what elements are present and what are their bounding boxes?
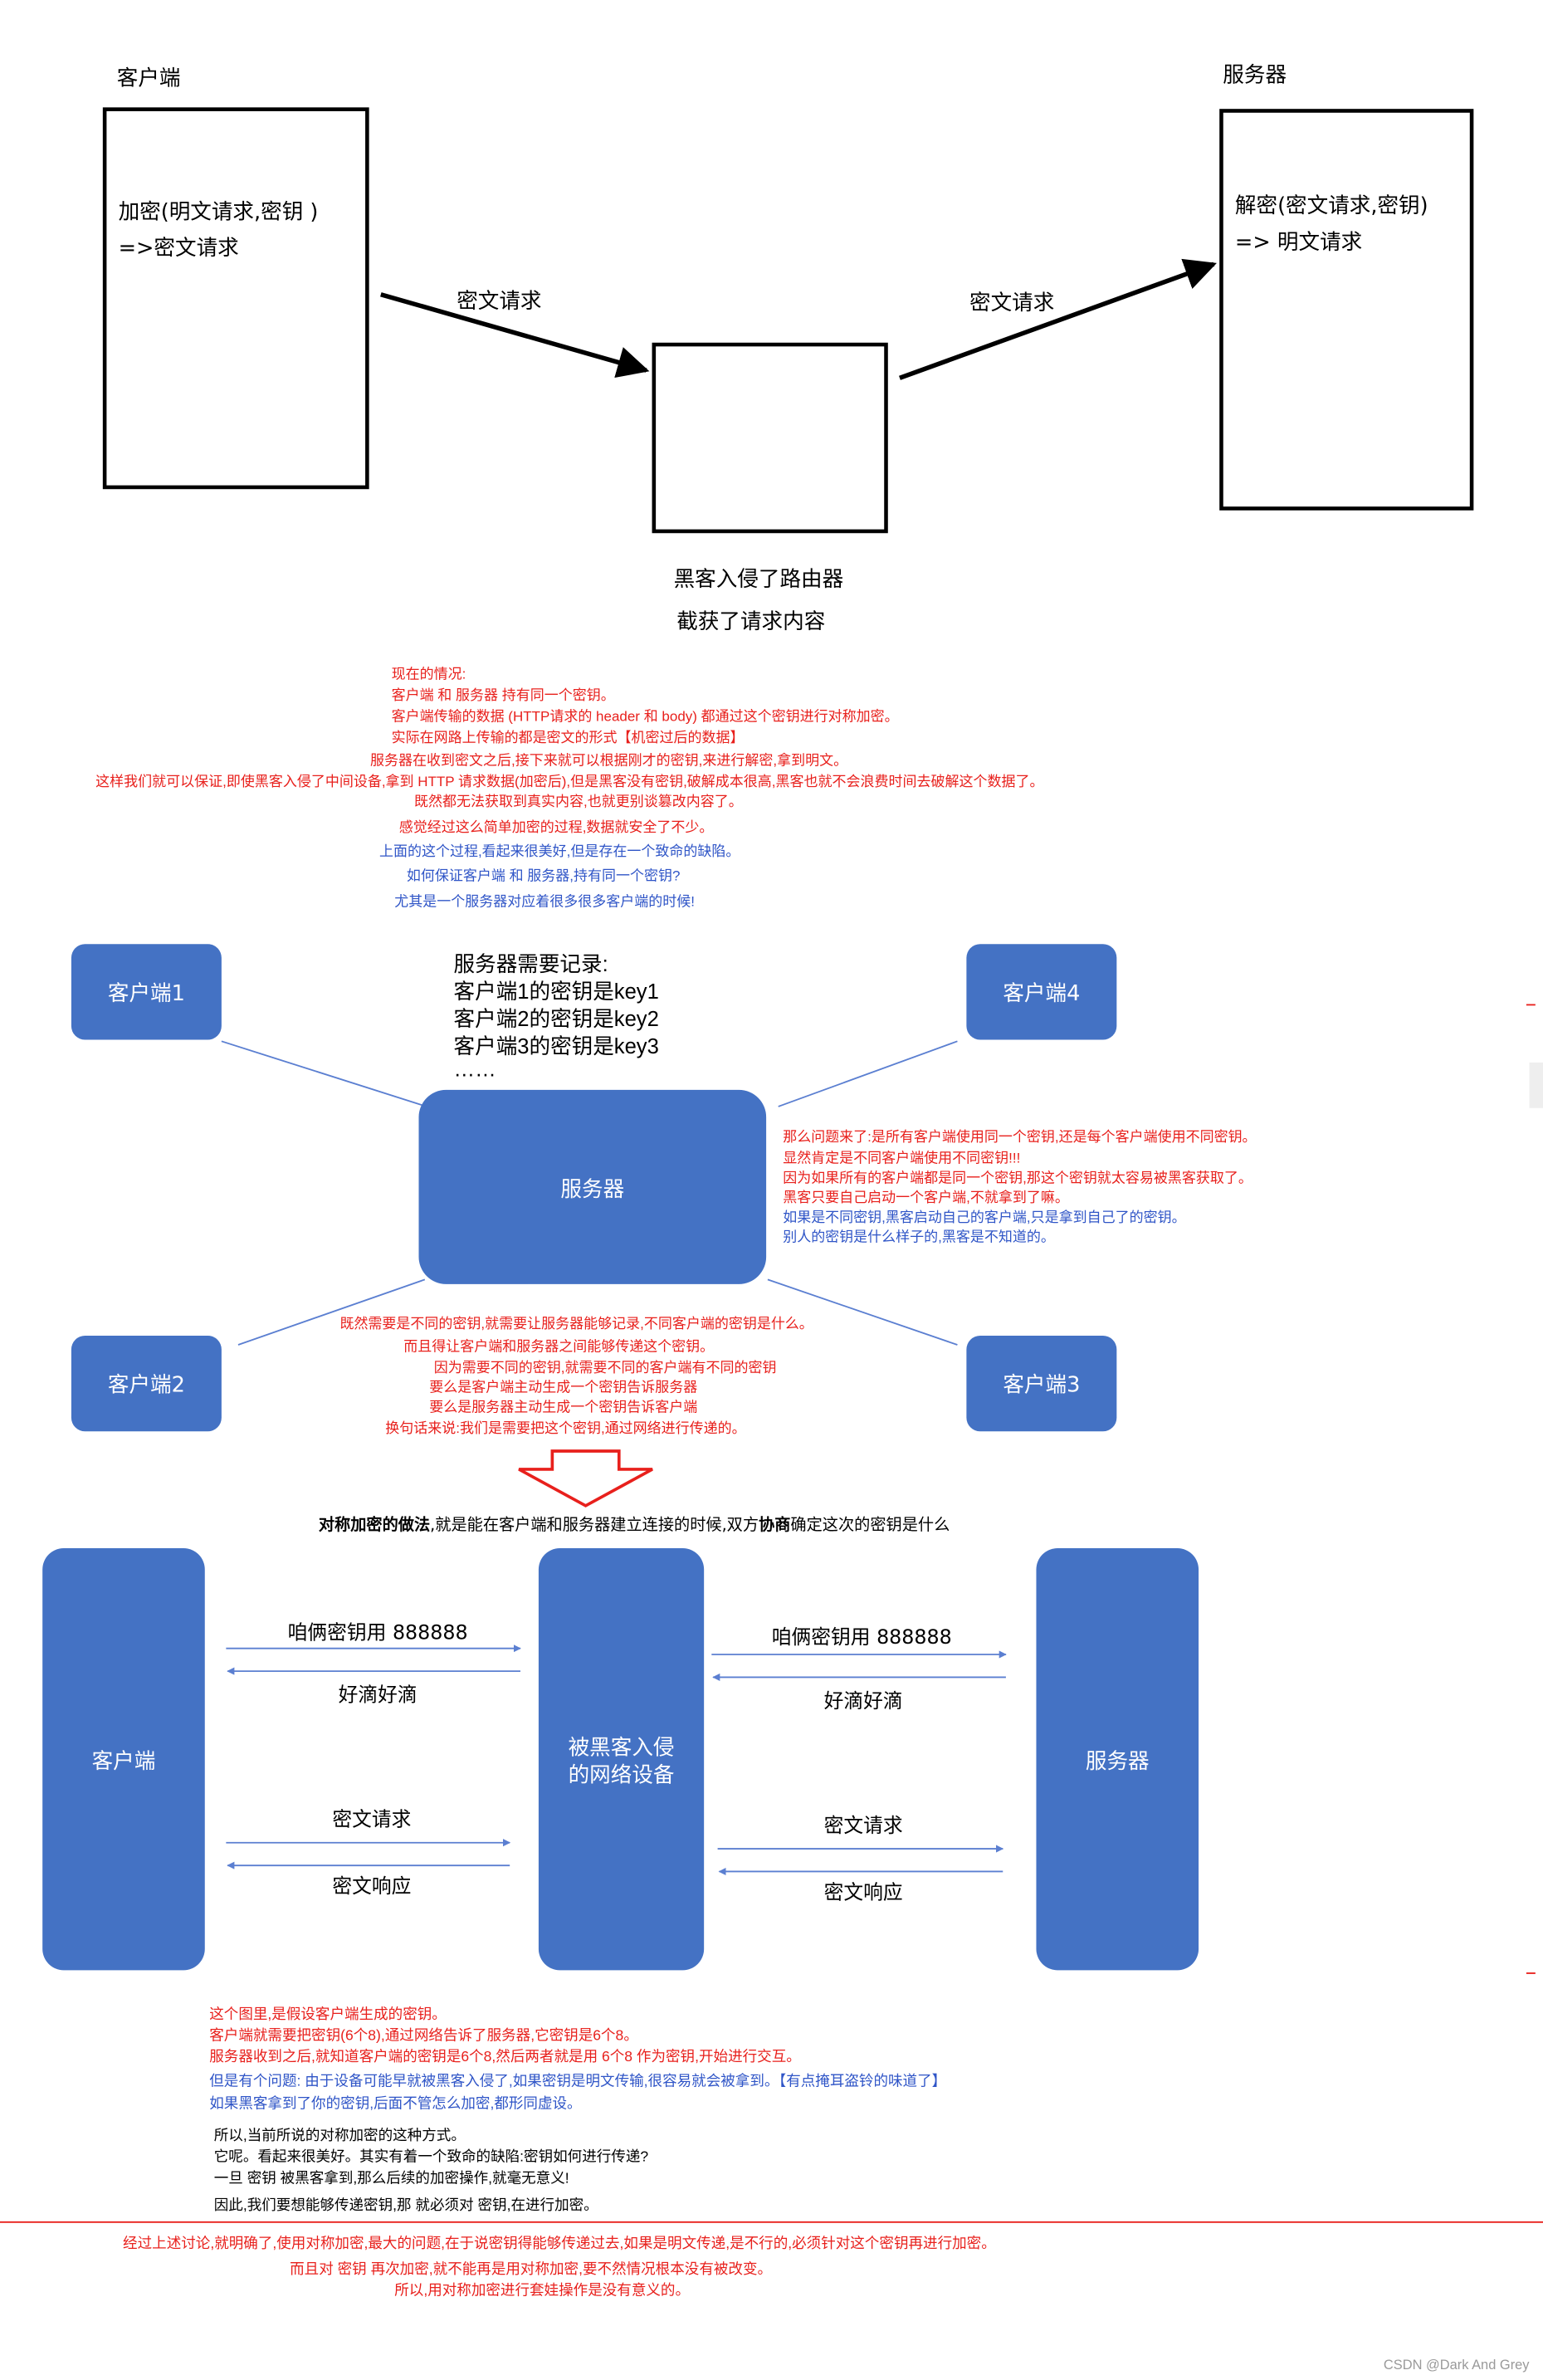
client-box [102, 107, 369, 490]
note3-line: 一旦 密钥 被黑客拿到,那么后续的加密操作,就毫无意义! [214, 2169, 569, 2186]
arrow-router-to-server [899, 258, 1217, 380]
star-bottom-note-line: 换句话来说:我们是需要把这个密钥,通过网络进行传递的。 [385, 1420, 745, 1436]
client3-label: 客户端3 [1003, 1373, 1080, 1398]
star-bottom-note-line: 要么是服务器主动生成一个密钥告诉客户端 [429, 1399, 697, 1415]
right-cipher-request-label: 密文请求 [824, 1814, 903, 1837]
hacker-caption-line2: 截获了请求内容 [676, 609, 825, 634]
star-right-note: 那么问题来了:是所有客户端使用同一个密钥,还是每个客户端使用不同密钥。显然肯定是… [783, 1128, 1256, 1245]
bottom-server-label: 服务器 [1086, 1749, 1150, 1774]
server-record-line: 客户端2的密钥是key2 [454, 1007, 659, 1031]
watermark: CSDN @Dark And Grey [1384, 2358, 1530, 2373]
note3-line: 因此,我们要想能够传递密钥,那 就必须对 密钥,在进行加密。 [214, 2197, 598, 2213]
left-cipher-response-label: 密文响应 [332, 1874, 411, 1898]
client1-node [71, 944, 222, 1040]
right-key-proposal-label: 咱俩密钥用 888888 [772, 1625, 952, 1649]
star-right-note-line: 因为如果所有的客户端都是同一个密钥,那这个密钥就太容易被黑客获取了。 [783, 1170, 1252, 1185]
link-client1-server [221, 1040, 422, 1106]
arrow-client-to-router [380, 292, 650, 379]
server-record-line: …… [454, 1058, 496, 1081]
note2-line: 这个图里,是假设客户端生成的密钥。 [209, 2006, 447, 2022]
client3-node [966, 1336, 1117, 1432]
star-right-note-line: 黑客只要自己启动一个客户端,不就拿到了嘛。 [783, 1189, 1069, 1205]
note2-line: 但是有个问题: 由于设备可能早就被黑客入侵了,如果密钥是明文传输,很容易就会被拿… [209, 2072, 946, 2089]
server-decrypt-line1: 解密(密文请求,密钥) [1235, 193, 1428, 218]
note1-line: 如何保证客户端 和 服务器,持有同一个密钥? [407, 867, 681, 883]
hacker-caption-line1: 黑客入侵了路由器 [674, 567, 844, 592]
bottom-client-label: 客户端 [92, 1749, 156, 1774]
note1-line: 上面的这个过程,看起来很美好,但是存在一个致命的缺陷。 [379, 843, 740, 859]
client-encrypt-line2: =>密文请求 [119, 236, 239, 261]
link-client2-server [237, 1278, 426, 1346]
conclusion-note-line: 所以,用对称加密进行套娃操作是没有意义的。 [394, 2282, 690, 2299]
note2-line: 客户端就需要把密钥(6个8),通过网络告诉了服务器,它密钥是6个8。 [209, 2026, 638, 2043]
right-key-ack-label: 好滴好滴 [824, 1689, 903, 1713]
link-client3-server [767, 1278, 958, 1346]
star-right-note-line: 那么问题来了:是所有客户端使用同一个密钥,还是每个客户端使用不同密钥。 [783, 1128, 1256, 1145]
client4-node [966, 944, 1117, 1040]
star-bottom-note-line: 既然需要是不同的密钥,就需要让服务器能够记录,不同客户端的密钥是什么。 [339, 1316, 813, 1332]
bottom-middle-node [538, 1548, 705, 1971]
left-cipher-request-label: 密文请求 [332, 1808, 411, 1831]
star-bottom-note-line: 而且得让客户端和服务器之间能够传递这个密钥。 [403, 1338, 714, 1354]
explanation-note-3: 所以,当前所说的对称加密的这种方式。它呢。看起来很美好。其实有着一个致命的缺陷:… [214, 2127, 649, 2213]
note2-line: 服务器收到之后,就知道客户端的密钥是6个8,然后两者就是用 6个8 作为密钥,开… [209, 2048, 801, 2065]
client-title: 客户端 [117, 66, 181, 90]
note1-line: 现在的情况: [392, 666, 466, 682]
note1-line: 客户端 和 服务器 持有同一个密钥。 [392, 687, 615, 703]
server-record-line: 服务器需要记录: [454, 952, 608, 976]
client2-node [71, 1336, 222, 1432]
arrow-left-label: 密文请求 [457, 289, 541, 314]
right-cipher-response-label: 密文响应 [824, 1880, 903, 1904]
server-decrypt-line2: => 明文请求 [1235, 230, 1362, 255]
note3-line: 它呢。看起来很美好。其实有着一个致命的缺陷:密钥如何进行传递? [214, 2148, 649, 2165]
bottom-client-node [42, 1548, 205, 1971]
link-client4-server [778, 1040, 958, 1107]
note1-line: 既然都无法获取到真实内容,也就更别谈篡改内容了。 [414, 793, 743, 809]
server-record-line: 客户端3的密钥是key3 [454, 1034, 659, 1058]
conclusion-note-line: 经过上述讨论,就明确了,使用对称加密,最大的问题,在于说密钥得能够传递过去,如果… [123, 2235, 996, 2251]
note1-line: 感觉经过这么简单加密的过程,数据就安全了不少。 [399, 819, 714, 835]
star-right-note-line: 别人的密钥是什么样子的,黑客是不知道的。 [783, 1229, 1055, 1245]
server-node-label: 服务器 [560, 1177, 624, 1202]
bottom-server-node [1036, 1548, 1199, 1971]
conclusion-note-line: 而且对 密钥 再次加密,就不能再是用对称加密,要不然情况根本没有被改变。 [290, 2260, 772, 2277]
arrow-right-label: 密文请求 [969, 291, 1054, 315]
star-right-note-line: 如果是不同密钥,黑客启动自己的客户端,只是拿到自己了的密钥。 [783, 1209, 1185, 1225]
note1-line: 这样我们就可以保证,即使黑客入侵了中间设备,拿到 HTTP 请求数据(加密后),… [95, 773, 1043, 789]
down-arrow-icon [518, 1449, 653, 1508]
note1-line: 尤其是一个服务器对应着很多很多客户端的时候! [394, 894, 695, 910]
server-record-line: 客户端1的密钥是key1 [454, 980, 659, 1004]
client4-label: 客户端4 [1003, 981, 1080, 1006]
explanation-note-2: 这个图里,是假设客户端生成的密钥。客户端就需要把密钥(6个8),通过网络告诉了服… [209, 2006, 946, 2112]
explanation-note-1: 现在的情况: 客户端 和 服务器 持有同一个密钥。客户端传输的数据 (HTTP请求… [95, 666, 1043, 909]
server-node [418, 1089, 767, 1284]
bottom-middle-line1: 被黑客入侵 [569, 1736, 675, 1761]
note2-line: 如果黑客拿到了你的密钥,后面不管怎么加密,都形同虚设。 [209, 2095, 581, 2112]
server-title: 服务器 [1223, 63, 1287, 88]
client1-label: 客户端1 [108, 981, 185, 1006]
star-bottom-note-line: 要么是客户端主动生成一个密钥告诉服务器 [429, 1380, 697, 1395]
note1-line: 实际在网路上传输的都是密文的形式【机密过后的数据】 [392, 730, 745, 745]
note1-line: 客户端传输的数据 (HTTP请求的 header 和 body) 都通过这个密钥… [392, 709, 899, 725]
star-right-note-line: 显然肯定是不同客户端使用不同密钥!!! [783, 1150, 1020, 1166]
router-box [652, 342, 888, 534]
negotiation-heading: 对称加密的做法,就是能在客户端和服务器建立连接的时候,双方协商确定这次的密钥是什… [319, 1515, 950, 1534]
server-record-list: 服务器需要记录: 客户端1的密钥是key1 客户端2的密钥是key2 客户端3的密钥是… [454, 952, 659, 1081]
star-bottom-note: 既然需要是不同的密钥,就需要让服务器能够记录,不同客户端的密钥是什么。而且得让客… [339, 1316, 813, 1436]
client2-label: 客户端2 [108, 1373, 185, 1398]
star-bottom-note-line: 因为需要不同的密钥,就需要不同的客户端有不同的密钥 [434, 1360, 777, 1376]
client-encrypt-line1: 加密(明文请求,密钥 ) [119, 199, 319, 224]
server-box [1219, 109, 1474, 511]
conclusion-note: 经过上述讨论,就明确了,使用对称加密,最大的问题,在于说密钥得能够传递过去,如果… [123, 2235, 996, 2299]
bottom-middle-line2: 的网络设备 [569, 1763, 675, 1788]
note1-line: 服务器在收到密文之后,接下来就可以根据刚才的密钥,来进行解密,拿到明文。 [370, 752, 847, 769]
right-edge-marker [1529, 1062, 1543, 1108]
note3-line: 所以,当前所说的对称加密的这种方式。 [214, 2127, 466, 2143]
left-key-proposal-label: 咱俩密钥用 888888 [288, 1621, 468, 1644]
left-key-ack-label: 好滴好滴 [339, 1684, 417, 1707]
